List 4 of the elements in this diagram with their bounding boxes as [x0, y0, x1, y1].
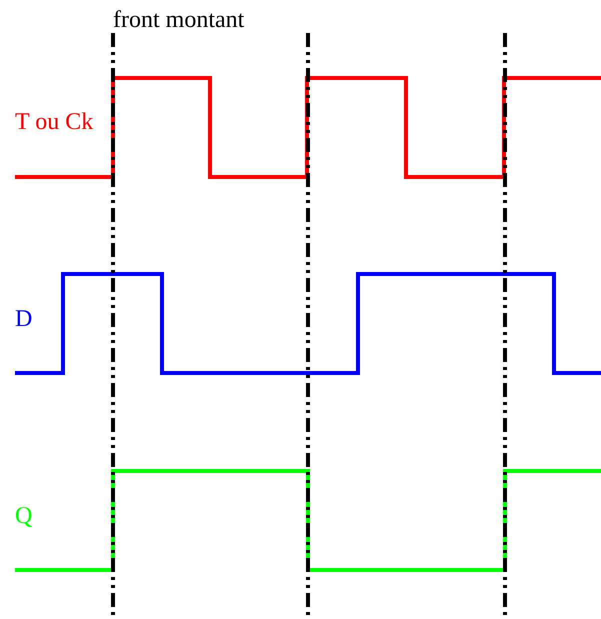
signal-name: Q — [15, 504, 32, 528]
annotation-text: front montant — [113, 8, 244, 32]
signal-name: D — [15, 307, 32, 331]
signal-name: T ou Ck — [15, 110, 94, 134]
